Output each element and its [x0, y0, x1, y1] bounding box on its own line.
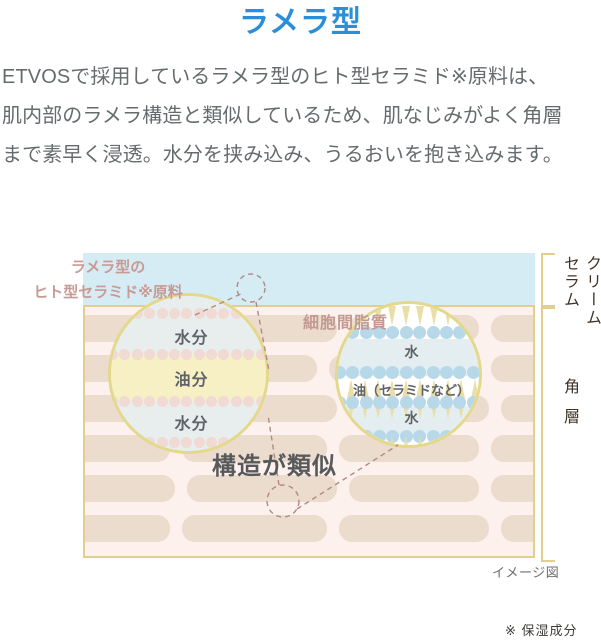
corneocyte-brick — [349, 475, 479, 502]
skin-cross-section: 水分 油分 水分 — [83, 253, 600, 562]
lipid-tail-row — [338, 379, 479, 399]
left-circle-band-label-3: 水分 — [174, 416, 209, 433]
corneocyte-brick — [501, 515, 533, 542]
right-circle-band-label-2: 油（セラミドなど） — [352, 383, 470, 398]
page-title: ラメラ型 — [238, 6, 363, 39]
corneum-layer-label: 角層 — [561, 378, 578, 438]
oil-band — [111, 354, 266, 401]
magnifier-circle-bottom — [266, 484, 300, 518]
lamellar-ingredient-callout: ラメラ型の ヒト型セラミド※原料 — [18, 255, 198, 305]
corneocyte-brick — [85, 515, 170, 542]
connector-line — [296, 444, 399, 510]
footnote: ※ 保湿成分 — [505, 623, 578, 638]
lamellar-dot-row — [111, 396, 266, 407]
callout-line-1: ラメラ型の — [70, 259, 146, 276]
corneocyte-brick — [491, 475, 533, 502]
cream-serum-bracket — [541, 253, 555, 309]
lamellar-structure-diagram: 水分 油分 水分 — [0, 240, 601, 600]
lipid-head-row — [338, 326, 479, 339]
corneocyte-brick — [182, 515, 327, 542]
lamellar-dot-row — [111, 437, 266, 448]
similar-structure-label: 構造が類似 — [212, 453, 337, 480]
connector-line — [194, 292, 244, 316]
corneocyte-brick — [85, 475, 175, 502]
lipid-tail-row — [338, 306, 479, 326]
intercellular-lipid-label: 細胞間脂質 — [303, 315, 389, 332]
connector-line — [267, 414, 280, 486]
right-circle-band-label-3: 水 — [404, 410, 419, 426]
lead-line-3: まで素早く浸透。水分を挟み込み、うるおいを抱き込みます。 — [2, 144, 563, 166]
connector-line — [255, 301, 270, 372]
corneum-bracket — [541, 305, 555, 562]
lipid-head-row — [338, 366, 479, 379]
serum-layer-label: セラム — [561, 255, 578, 309]
left-circle-band-label-1: 水分 — [174, 330, 209, 347]
lead-line-1: ETVOSで採用しているラメラ型のヒト型セラミド※原料は、 — [2, 66, 549, 88]
lead-paragraph: ETVOSで採用しているラメラ型のヒト型セラミド※原料は、 肌内部のラメラ構造と… — [2, 58, 599, 175]
image-diagram-note: イメージ図 — [492, 565, 560, 580]
left-circle-band-label-2: 油分 — [174, 372, 209, 389]
lipid-tail-row — [338, 436, 479, 445]
lipid-tail-row — [338, 399, 479, 419]
callout-connectors — [194, 273, 399, 518]
corneocyte-brick — [491, 435, 533, 462]
cream-layer-label: クリーム — [583, 255, 600, 327]
intercellular-lipid-circle: 水 油（セラミドなど） 水 — [335, 301, 482, 448]
corneocyte-brick — [501, 395, 533, 422]
brick-row — [85, 515, 533, 542]
lipid-head-row — [338, 396, 479, 409]
callout-line-2: ヒト型セラミド※原料 — [33, 284, 183, 301]
lamellar-dot-row — [111, 349, 266, 360]
corneocyte-brick — [339, 515, 489, 542]
lamellar-ingredient-circle: 水分 油分 水分 — [108, 293, 269, 454]
brick-row — [85, 475, 533, 502]
water-band — [111, 296, 266, 354]
right-circle-band-label-1: 水 — [404, 344, 419, 360]
corneocyte-brick — [187, 475, 337, 502]
lead-line-2: 肌内部のラメラ構造と類似しているため、肌なじみがよく角層 — [2, 105, 563, 127]
corneocyte-brick — [491, 315, 533, 342]
corneocyte-brick — [491, 355, 533, 382]
magnifier-circle-top — [236, 273, 266, 303]
